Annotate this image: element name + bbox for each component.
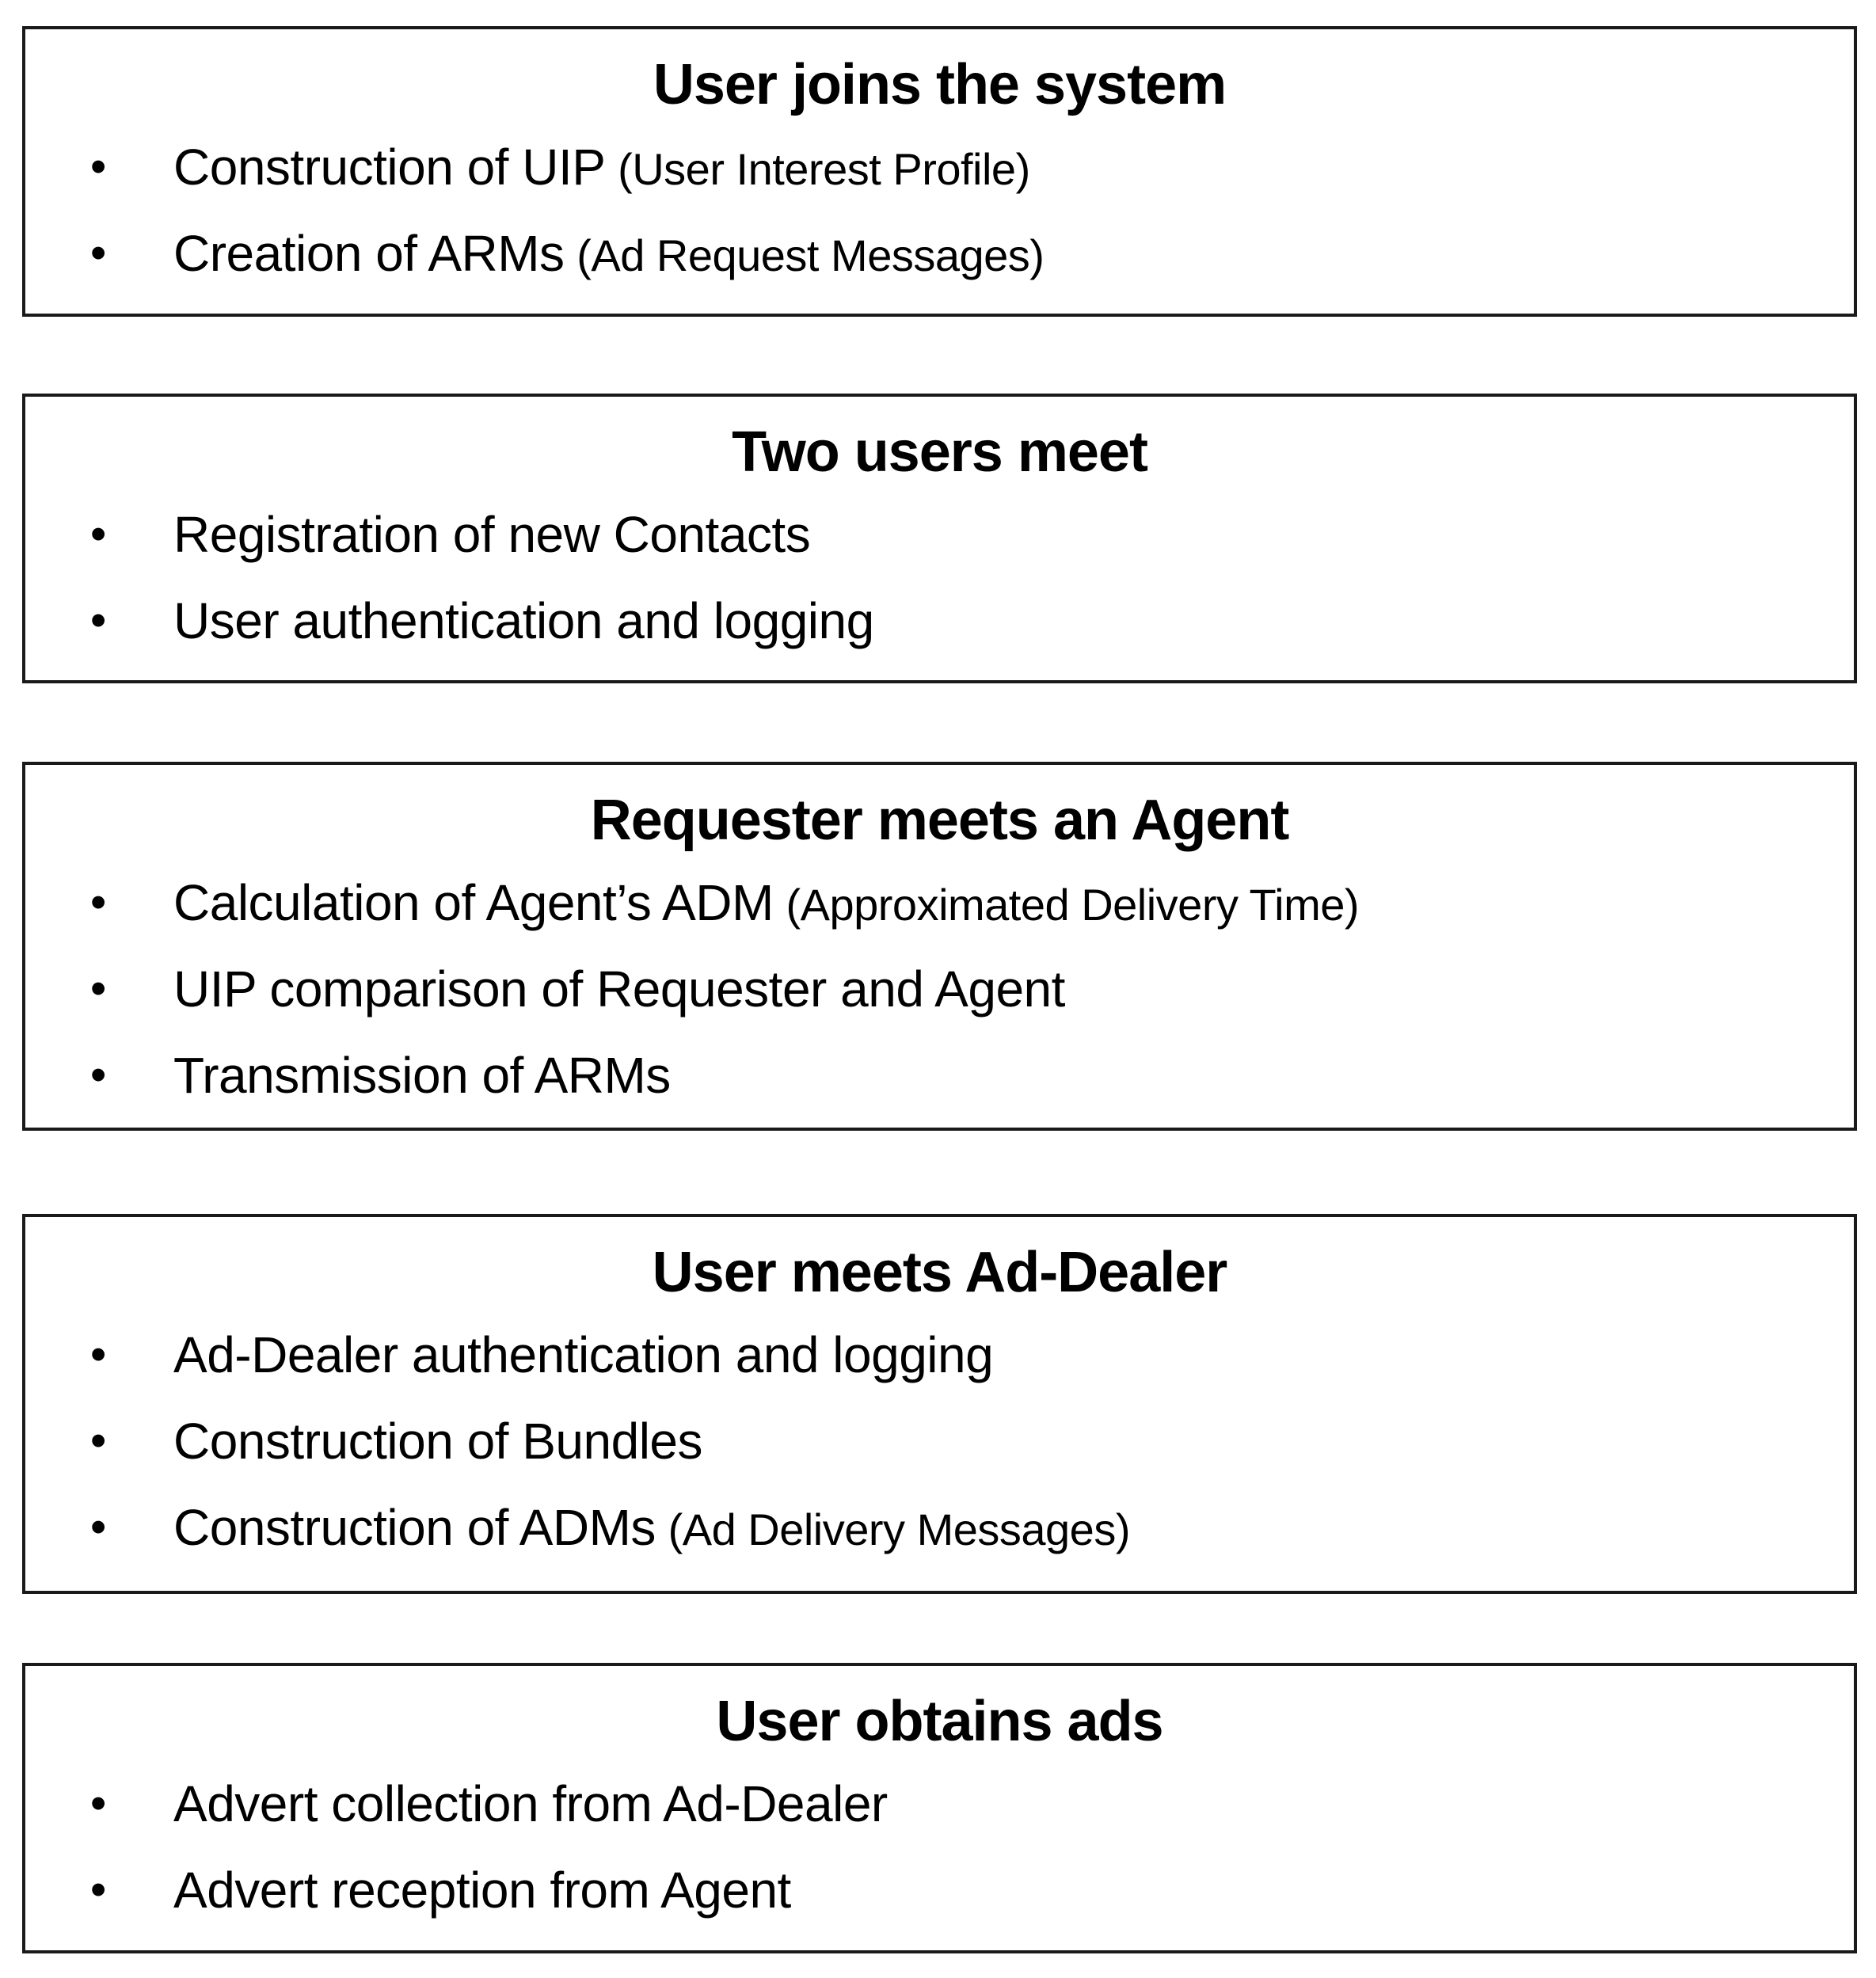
- bullet-item: • User authentication and logging: [57, 591, 1822, 649]
- bullet-marker: •: [90, 876, 107, 928]
- bullet-text: Registration of new Contacts: [173, 505, 811, 563]
- bullet-item: • Transmission of ARMs: [57, 1047, 1822, 1104]
- bullet-item: • Construction of UIP(User Interest Prof…: [57, 138, 1822, 196]
- bullet-marker: •: [90, 1863, 107, 1915]
- bullet-note: (Ad Delivery Messages): [668, 1504, 1131, 1554]
- bullet-text: UIP comparison of Requester and Agent: [173, 960, 1065, 1018]
- bullet-item: • Calculation of Agent’s ADM(Approximate…: [57, 873, 1822, 931]
- box-title: User obtains ads: [716, 1690, 1163, 1753]
- box-title: User joins the system: [653, 53, 1227, 116]
- stage-box-requester-meets-agent: Requester meets an Agent • Calculation o…: [22, 762, 1857, 1131]
- bullet-marker: •: [90, 1049, 107, 1101]
- bullet-text: Construction of Bundles: [173, 1412, 703, 1470]
- bullet-item: • Advert reception from Agent: [57, 1861, 1822, 1919]
- bullet-marker: •: [90, 140, 107, 192]
- bullet-marker: •: [90, 226, 107, 279]
- bullet-marker: •: [90, 1777, 107, 1829]
- stage-box-two-users-meet: Two users meet • Registration of new Con…: [22, 394, 1857, 683]
- bullet-marker: •: [90, 508, 107, 560]
- bullet-marker: •: [90, 1501, 107, 1553]
- bullet-text: Construction of ADMs: [173, 1499, 656, 1556]
- stage-box-user-obtains-ads: User obtains ads • Advert collection fro…: [22, 1663, 1857, 1953]
- bullet-text: Advert collection from Ad-Dealer: [173, 1774, 888, 1832]
- bullet-note: (Ad Request Messages): [576, 230, 1045, 280]
- bullet-marker: •: [90, 1328, 107, 1380]
- box-title: User meets Ad-Dealer: [652, 1241, 1228, 1304]
- bullet-item: • Construction of ADMs(Ad Delivery Messa…: [57, 1501, 1822, 1554]
- bullet-note: (Approximated Delivery Time): [786, 879, 1360, 930]
- bullet-text: Transmission of ARMs: [173, 1047, 671, 1104]
- box-title: Requester meets an Agent: [590, 789, 1290, 852]
- bullet-text: Ad-Dealer authentication and logging: [173, 1326, 994, 1383]
- bullet-item: • Ad-Dealer authentication and logging: [57, 1326, 1822, 1383]
- box-title: Two users meet: [732, 420, 1148, 484]
- bullet-text: Creation of ARMs: [173, 224, 565, 282]
- bullet-item: • Construction of Bundles: [57, 1412, 1822, 1470]
- bullet-marker: •: [90, 962, 107, 1014]
- bullet-text: Advert reception from Agent: [173, 1861, 791, 1919]
- bullet-text: Calculation of Agent’s ADM: [173, 873, 774, 931]
- bullet-item: • Advert collection from Ad-Dealer: [57, 1774, 1822, 1832]
- bullet-text: Construction of UIP: [173, 138, 606, 196]
- bullet-text: User authentication and logging: [173, 591, 874, 649]
- bullet-marker: •: [90, 1414, 107, 1466]
- bullet-item: • Creation of ARMs(Ad Request Messages): [57, 224, 1822, 282]
- bullet-item: • UIP comparison of Requester and Agent: [57, 960, 1822, 1018]
- bullet-marker: •: [90, 594, 107, 646]
- bullet-note: (User Interest Profile): [618, 143, 1030, 194]
- stage-box-user-meets-ad-dealer: User meets Ad-Dealer • Ad-Dealer authent…: [22, 1214, 1857, 1594]
- stage-box-user-joins: User joins the system • Construction of …: [22, 26, 1857, 317]
- bullet-item: • Registration of new Contacts: [57, 508, 1822, 561]
